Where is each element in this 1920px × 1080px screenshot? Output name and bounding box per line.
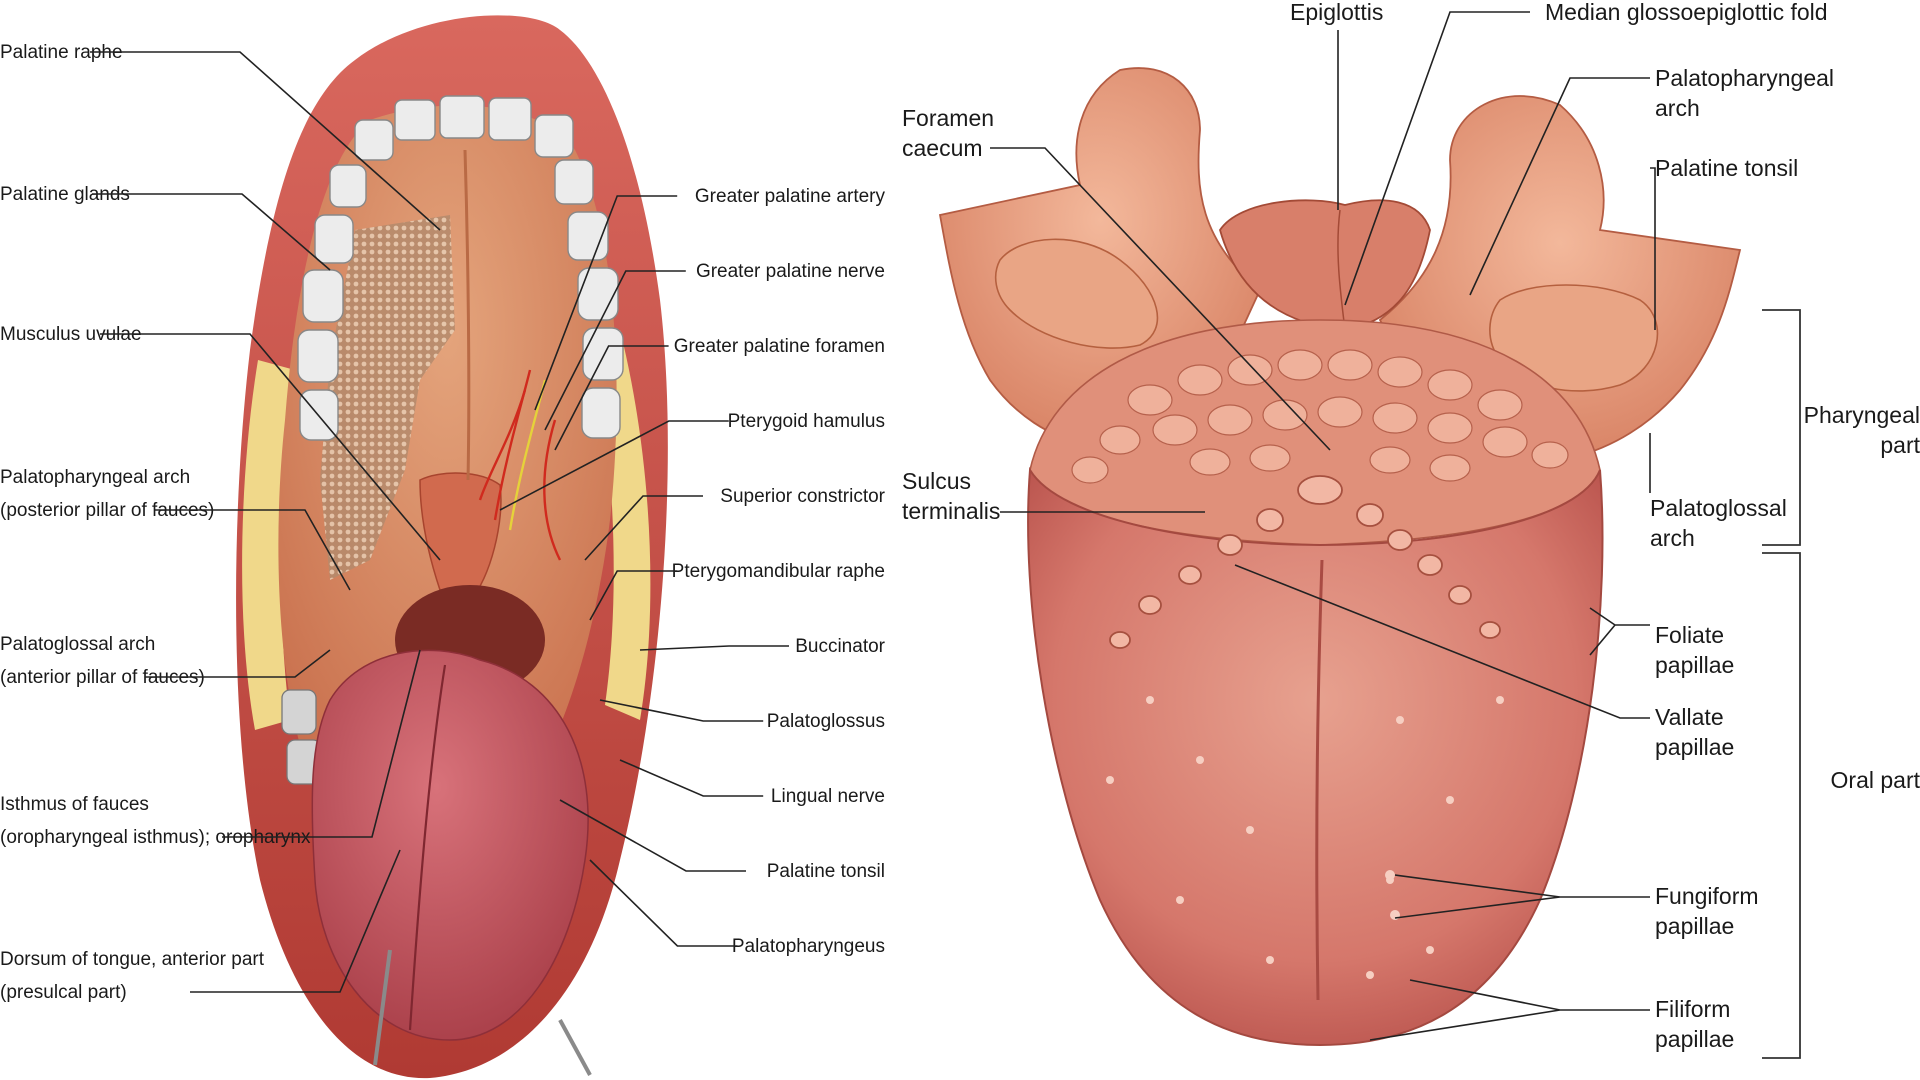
left-label-isthmus-of-fauces-line2: (oropharyngeal isthmus); oropharynx	[0, 827, 311, 848]
tongue-label-palatopharyngeal-line2: arch	[1655, 95, 1700, 121]
right-label-greater-palatine-artery: Greater palatine artery	[695, 186, 886, 207]
tongue-label-foramen-leader	[990, 147, 1331, 451]
region-label-pharyngeal: Pharyngeal	[1804, 402, 1920, 428]
right-label-palatine-tonsil: Palatine tonsil	[767, 861, 885, 882]
left-label-dorsum-of-tongue-anterior-part-leader	[190, 849, 401, 993]
tongue-label-filiform-line2: papillae	[1655, 1026, 1734, 1052]
right-label-greater-palatine-nerve: Greater palatine nerve	[696, 261, 885, 282]
right-label-palatopharyngeus: Palatopharyngeus	[732, 936, 885, 957]
right-figure-labels: Epiglottis Median glossoepiglottic foldFo…	[902, 0, 1920, 1052]
tongue-label-palatoglossal-line2: arch	[1650, 525, 1695, 551]
region-label-pharyngeal-line2: part	[1880, 432, 1920, 458]
right-label-palatoglossus: Palatoglossus	[767, 711, 885, 732]
left-label-palatopharyngeal-arch-line2: (posterior pillar of fauces)	[0, 500, 214, 521]
right-label-greater-palatine-artery-leader	[534, 195, 678, 411]
tongue-label-median-glossoepiglottic-fold-leader	[1344, 11, 1530, 306]
left-label-dorsum-of-tongue-anterior-part: Dorsum of tongue, anterior part	[0, 949, 265, 970]
tongue-label-palatoglossal: Palatoglossal	[1650, 495, 1787, 521]
tongue-label-fungiform: Fungiform	[1655, 883, 1759, 909]
epiglottis-art	[1219, 199, 1431, 331]
tongue-label-palatine-tonsil-leader	[1650, 167, 1656, 330]
tongue-label-foliate-leader	[1589, 607, 1650, 656]
left-label-palatine-glands-leader	[92, 193, 331, 271]
vallate-papillae-row	[1109, 475, 1501, 649]
left-label-dorsum-of-tongue-anterior-part-line2: (presulcal part)	[0, 982, 127, 1003]
tongue-label-fungiform-line2: papillae	[1655, 913, 1734, 939]
tongue-label-foramen-line2: caecum	[902, 135, 983, 161]
left-label-palatoglossal-arch: Palatoglossal arch	[0, 634, 155, 655]
median-sulcus-left	[408, 664, 447, 1031]
oral-part-bracket	[1762, 552, 1801, 1059]
right-label-palatine-tonsil-leader	[559, 799, 746, 872]
tongue-label-palatopharyngeal-leader	[1469, 77, 1650, 296]
right-label-palatopharyngeus-leader	[589, 859, 738, 947]
left-label-musculus-uvulae-leader	[100, 333, 441, 561]
right-label-superior-constrictor: Superior constrictor	[720, 486, 885, 507]
left-label-palatine-raphe: Palatine raphe	[0, 42, 123, 63]
left-label-palatopharyngeal-arch-leader	[155, 509, 351, 591]
median-sulcus-right	[1315, 559, 1324, 1001]
palatine-glands-region	[320, 215, 455, 580]
right-label-pterygomandibular-raphe: Pterygomandibular raphe	[672, 561, 885, 582]
right-label-buccinator: Buccinator	[795, 636, 885, 657]
region-brackets	[1762, 309, 1801, 1059]
left-label-palatoglossal-arch-line2: (anterior pillar of fauces)	[0, 667, 205, 688]
lingual-tonsil-bumps	[1071, 349, 1569, 484]
tongue-label-median-glossoepiglottic-fold: Median glossoepiglottic fold	[1545, 0, 1828, 25]
oral-part-tongue	[1027, 466, 1604, 1047]
tongue-label-sulcus-line2: terminalis	[902, 498, 1000, 524]
right-label-pterygoid-hamulus: Pterygoid hamulus	[728, 411, 885, 432]
tongue-label-epiglottis: Epiglottis	[1290, 0, 1383, 25]
tongue-label-filiform: Filiform	[1655, 996, 1730, 1022]
right-label-palatoglossus-leader	[599, 699, 764, 722]
left-label-musculus-uvulae: Musculus uvulae	[0, 324, 142, 345]
tongue-dorsum-illustration	[938, 67, 1742, 1047]
right-label-greater-palatine-nerve-leader	[544, 270, 686, 431]
tongue-label-foliate: Foliate	[1655, 622, 1724, 648]
palatine-raphe-line	[463, 149, 471, 481]
tongue-label-vallate-line2: papillae	[1655, 734, 1734, 760]
tongue-label-sulcus: Sulcus	[902, 468, 971, 494]
right-label-greater-palatine-foramen-leader	[554, 345, 669, 451]
epiglottis-fold	[1337, 209, 1346, 331]
right-label-lingual-nerve-leader	[619, 759, 764, 797]
tongue-label-palatine-tonsil: Palatine tonsil	[1655, 155, 1798, 181]
probe-2	[558, 1019, 592, 1076]
pharyngeal-part-bracket	[1762, 309, 1801, 546]
left-label-palatine-raphe-leader	[90, 51, 441, 231]
probe	[373, 949, 392, 1066]
tongue-left	[311, 649, 589, 1041]
right-label-buccinator-leader	[639, 645, 789, 651]
left-label-palatopharyngeal-arch: Palatopharyngeal arch	[0, 467, 190, 488]
tongue-label-foliate-line2: papillae	[1655, 652, 1734, 678]
tongue-label-vallate: Vallate	[1655, 704, 1724, 730]
fungiform-dots	[1106, 696, 1504, 979]
upper-teeth	[297, 95, 624, 441]
palatine-tonsil-left-art	[994, 238, 1159, 349]
tongue-label-palatopharyngeal: Palatopharyngeal	[1655, 65, 1834, 91]
oral-cavity-illustration	[236, 15, 668, 1079]
right-label-greater-palatine-foramen: Greater palatine foramen	[674, 336, 885, 357]
tongue-label-foramen: Foramen	[902, 105, 994, 131]
tongue-label-filiform-leader	[1369, 979, 1650, 1041]
left-label-isthmus-of-fauces: Isthmus of fauces	[0, 794, 149, 815]
region-label-oral: Oral part	[1831, 767, 1920, 793]
left-label-isthmus-of-fauces-leader	[222, 649, 421, 838]
tongue-label-vallate-leader	[1234, 564, 1650, 719]
right-label-pterygoid-hamulus-leader	[499, 420, 729, 511]
left-label-palatoglossal-arch-leader	[145, 649, 331, 678]
buccal-fat-left	[242, 360, 295, 730]
left-label-palatine-glands: Palatine glands	[0, 184, 130, 205]
right-label-lingual-nerve: Lingual nerve	[771, 786, 885, 807]
tongue-label-fungiform-leader	[1394, 874, 1650, 919]
right-label-superior-constrictor-leader	[584, 495, 703, 561]
right-label-pterygomandibular-raphe-leader	[589, 570, 678, 621]
